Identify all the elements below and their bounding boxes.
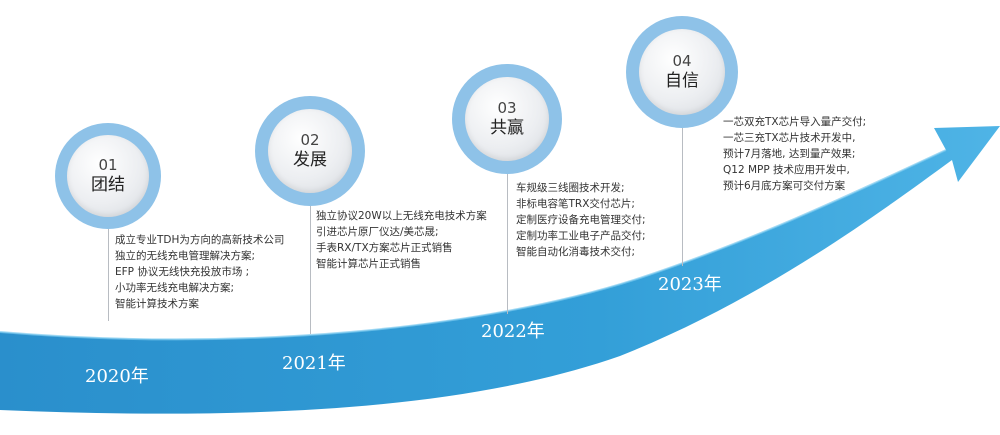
- milestone-item: 非标电容笔TRX交付芯片;: [516, 198, 635, 210]
- year-label: 2023年: [658, 274, 722, 295]
- milestone-item: 小功率无线充电解决方案;: [115, 282, 235, 294]
- milestone-badge: 03 共赢: [465, 77, 549, 161]
- milestone-number: 01: [98, 156, 118, 174]
- milestone-title: 发展: [293, 150, 327, 170]
- milestone-number: 02: [300, 131, 320, 149]
- milestone-number: 03: [497, 99, 517, 117]
- milestone-item: Q12 MPP 技术应用开发中,: [723, 164, 850, 176]
- timeline-arrow-highlight: [0, 149, 947, 341]
- milestone-item: 定制功率工业电子产品交付;: [516, 230, 646, 242]
- milestone-badge: 04 自信: [639, 29, 725, 115]
- milestone-title: 团结: [91, 175, 125, 195]
- milestone-item: 预计7月落地, 达到量产效果;: [723, 148, 856, 160]
- milestone-title: 共赢: [490, 118, 524, 138]
- milestone-title: 自信: [665, 71, 699, 91]
- milestone-item: 定制医疗设备充电管理交付;: [516, 214, 646, 226]
- milestone-item: 引进芯片原厂仪达/美芯晟;: [316, 226, 439, 238]
- milestone-stem: [507, 174, 508, 314]
- milestone-item: 智能自动化消毒技术交付;: [516, 246, 636, 258]
- milestone-badge: 01 团结: [67, 135, 149, 217]
- milestone-stem: [682, 128, 683, 266]
- milestone-description: 独立协议20W以上无线充电技术方案 引进芯片原厂仪达/美芯晟; 手表RX/TX方…: [316, 208, 487, 272]
- milestone-description: 成立专业TDH为方向的高新技术公司 独立的无线充电管理解决方案; EFP 协议无…: [115, 232, 284, 312]
- year-label: 2020年: [85, 366, 149, 387]
- milestone-item: 车规级三线圈技术开发;: [516, 182, 625, 194]
- milestone-item: 一芯三充TX芯片技术开发中,: [723, 132, 856, 144]
- milestone-item: 一芯双充TX芯片导入量产交付;: [723, 116, 867, 128]
- milestone-item: 独立协议20W以上无线充电技术方案: [316, 210, 487, 222]
- milestone-item: 智能计算技术方案: [115, 298, 199, 310]
- milestone-item: EFP 协议无线快充投放市场 ;: [115, 266, 250, 278]
- timeline-arrow-body: [0, 126, 1000, 414]
- milestone-item: 智能计算芯片正式销售: [316, 258, 421, 270]
- year-label: 2021年: [282, 353, 346, 374]
- milestone-item: 预计6月底方案可交付方案: [723, 180, 846, 192]
- milestone-number: 04: [672, 52, 692, 70]
- milestone-description: 一芯双充TX芯片导入量产交付; 一芯三充TX芯片技术开发中, 预计7月落地, 达…: [723, 114, 866, 194]
- milestone-stem: [108, 229, 109, 321]
- milestone-badge: 02 发展: [268, 109, 352, 193]
- year-label: 2022年: [481, 321, 545, 342]
- milestone-stem: [310, 206, 311, 334]
- milestone-item: 独立的无线充电管理解决方案;: [115, 250, 256, 262]
- milestone-item: 手表RX/TX方案芯片正式销售: [316, 242, 453, 254]
- milestone-description: 车规级三线圈技术开发; 非标电容笔TRX交付芯片; 定制医疗设备充电管理交付; …: [516, 180, 646, 260]
- milestone-item: 成立专业TDH为方向的高新技术公司: [115, 234, 285, 246]
